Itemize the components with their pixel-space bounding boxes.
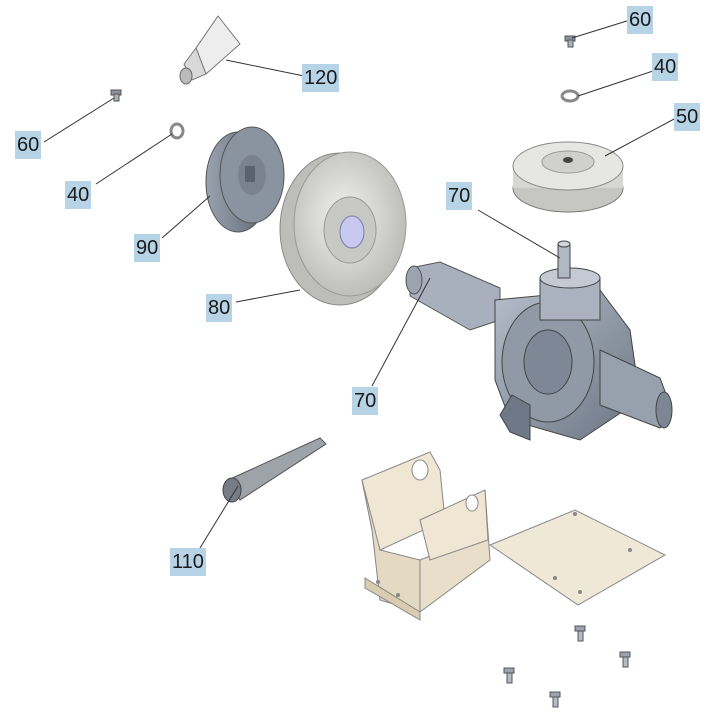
washer-left-part	[169, 122, 185, 140]
washer-top-right-part	[560, 89, 580, 103]
callout-washer-left: 40	[65, 181, 92, 209]
leader-lines	[43, 19, 677, 549]
screw-top-right-part	[564, 35, 576, 48]
pulley-large-part	[279, 151, 407, 306]
callout-pulley-small-right: 50	[674, 103, 701, 131]
pulley-small-left-part	[205, 126, 285, 233]
screw-left-part	[110, 89, 122, 102]
callout-shaft-top: 70	[446, 182, 473, 210]
bottom-screws-part	[503, 625, 631, 708]
callout-screw-left: 60	[15, 131, 42, 159]
callout-shaft-side: 70	[352, 387, 379, 415]
cone-tool-part	[222, 437, 327, 503]
callout-cone-tool: 110	[170, 548, 206, 576]
mounting-bracket-part	[361, 451, 667, 621]
callout-pulley-small-left: 90	[134, 234, 161, 262]
callout-washer-top-right: 40	[652, 53, 679, 81]
callout-grease-tube: 120	[302, 64, 340, 92]
pulley-small-right-part	[512, 141, 624, 213]
callout-screw-top-right: 60	[627, 6, 654, 34]
callout-pulley-large: 80	[206, 294, 233, 322]
grease-tube-part	[179, 15, 241, 85]
gearbox-part	[405, 240, 673, 441]
